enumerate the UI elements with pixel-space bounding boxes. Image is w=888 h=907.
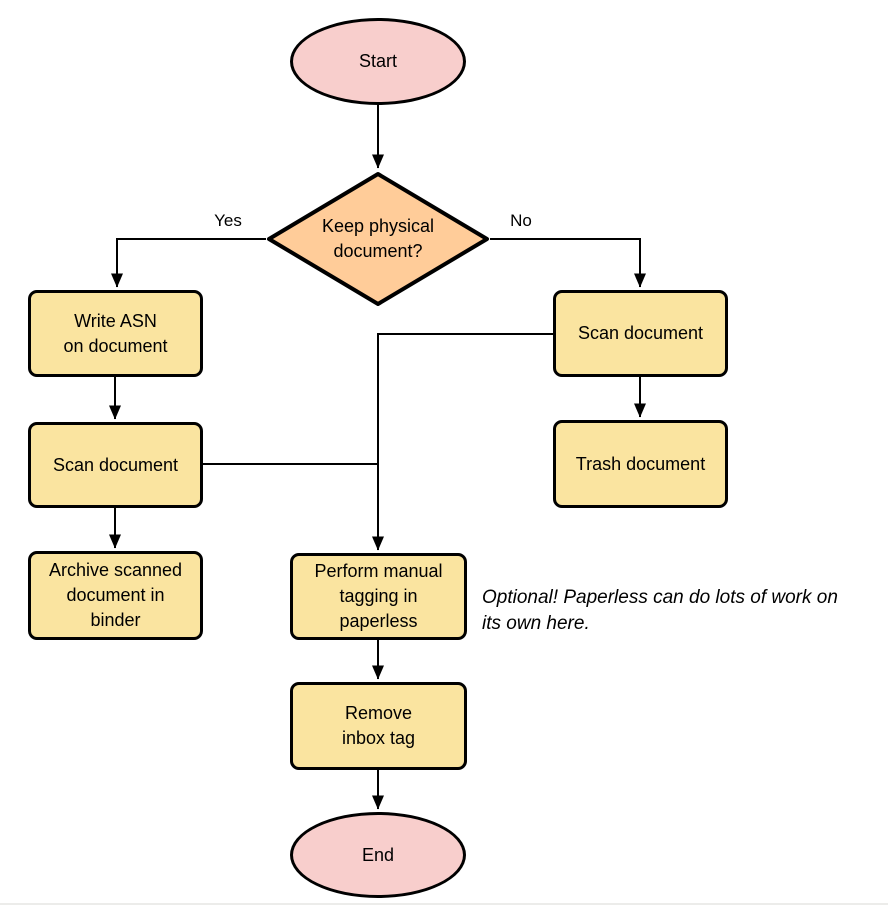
node-write-asn: Write ASN on document <box>28 290 203 377</box>
node-remove-inbox-tag-label: Remove inbox tag <box>341 703 416 748</box>
node-manual-tagging: Perform manual tagging in paperless <box>290 553 467 640</box>
node-trash-document-label: Trash document <box>575 453 706 474</box>
node-archive-binder-label: Archive scanned document in binder <box>48 560 183 630</box>
node-scan-document-left-label: Scan document <box>52 454 179 475</box>
node-scan-document-left: Scan document <box>28 422 203 508</box>
node-manual-tagging-label: Perform manual tagging in paperless <box>314 561 443 631</box>
edge-label-no: No <box>507 211 535 231</box>
node-start: Start <box>290 18 466 105</box>
edge-label-yes: Yes <box>211 211 245 231</box>
node-archive-binder: Archive scanned document in binder <box>28 551 203 640</box>
node-scan-document-right-label: Scan document <box>577 323 704 343</box>
bottom-divider <box>0 903 888 905</box>
optional-note: Optional! Paperless can do lots of work … <box>482 587 838 634</box>
node-write-asn-label: Write ASN on document <box>63 310 168 356</box>
diamond-shape <box>267 172 489 306</box>
node-start-label: Start <box>358 51 397 71</box>
node-remove-inbox-tag: Remove inbox tag <box>290 682 467 770</box>
node-end-label: End <box>361 844 395 865</box>
node-trash-document: Trash document <box>553 420 728 508</box>
node-end: End <box>290 812 466 898</box>
node-scan-document-right: Scan document <box>553 290 728 377</box>
node-decision-label: Keep physical document? <box>321 216 435 261</box>
node-decision: Keep physical document? <box>266 171 490 307</box>
